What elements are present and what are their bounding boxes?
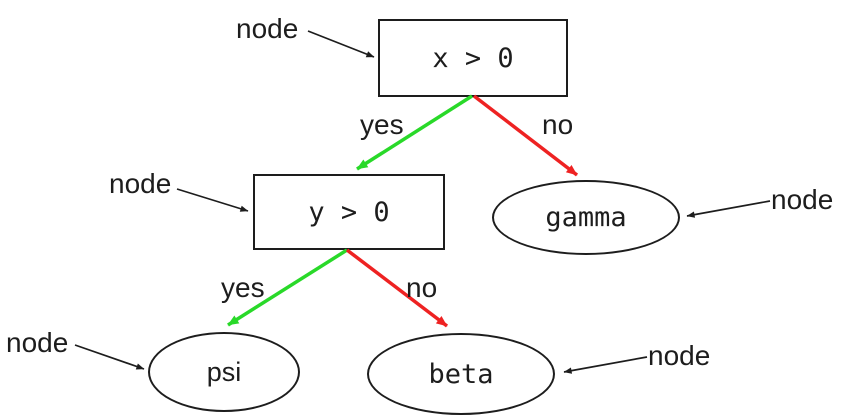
edge-label-cond2-yes: yes xyxy=(221,272,265,303)
node-gamma-label: gamma xyxy=(545,202,627,233)
annotation-arrow-gamma xyxy=(686,200,771,218)
annotation-label-gamma: node xyxy=(771,184,834,215)
annotation-label-beta: node xyxy=(648,340,711,371)
node-beta-label: beta xyxy=(428,358,494,390)
node-gamma: gamma xyxy=(492,180,680,255)
annotation-arrow-beta xyxy=(563,356,648,374)
node-root-label: x > 0 xyxy=(432,42,514,74)
edge-label-root-no: no xyxy=(542,109,574,140)
annotation-label-root: node xyxy=(236,13,299,44)
annotation-arrow-root xyxy=(307,30,375,58)
node-psi: psi xyxy=(148,332,300,412)
edge-label-cond2-no: no xyxy=(406,272,438,303)
node-second-condition: y > 0 xyxy=(253,174,445,250)
node-cond2-label: y > 0 xyxy=(308,196,390,228)
node-beta: beta xyxy=(367,333,555,415)
node-psi-label: psi xyxy=(206,356,242,387)
annotation-arrow-psi xyxy=(74,344,145,370)
edge-label-root-yes: yes xyxy=(360,109,404,140)
node-root-condition: x > 0 xyxy=(378,19,568,97)
annotation-label-psi: node xyxy=(6,327,69,358)
annotation-label-cond2: node xyxy=(109,168,172,199)
annotation-arrow-cond2 xyxy=(176,188,249,212)
